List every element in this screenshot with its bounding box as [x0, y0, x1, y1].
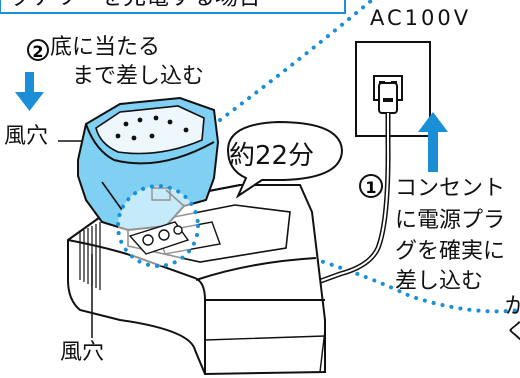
step2-instruction-line1: 底に当たる [50, 35, 161, 60]
header-box [0, 0, 346, 14]
step1-marker: 1 [365, 178, 376, 197]
header-text: ッテリーを充電する場合 [8, 0, 261, 9]
terminal-zoom-circle [116, 184, 200, 268]
outlet-voltage-label: AC100V [370, 6, 472, 30]
insert-down-arrow-icon [15, 72, 44, 111]
plug-in-arrow-icon [418, 112, 448, 172]
vent-label-bottom: 風穴 [60, 340, 105, 365]
battery-pack [77, 96, 220, 232]
step1-instruction-line4: 差し込む [395, 269, 484, 294]
cut-off-text-line1: が [505, 294, 520, 319]
charge-time-text: 約22分 [229, 141, 315, 171]
cut-off-text-line2: く [505, 320, 520, 345]
step1-circle [359, 174, 383, 198]
step1-instruction-line3: グを確実に [395, 239, 506, 264]
charge-time-bubble [226, 120, 344, 199]
step1-instruction-line2: に電源プラ [395, 208, 506, 233]
step1-instruction-line1: コンセント [395, 176, 506, 201]
dotted-guide-line-top [218, 0, 374, 122]
step2-instruction-line2: まで差し込む [72, 64, 205, 89]
step2-circle [27, 39, 49, 61]
dotted-guide-line-bottom [198, 226, 520, 314]
vent-label-top: 風穴 [4, 124, 49, 149]
step2-marker: 2 [32, 42, 43, 61]
